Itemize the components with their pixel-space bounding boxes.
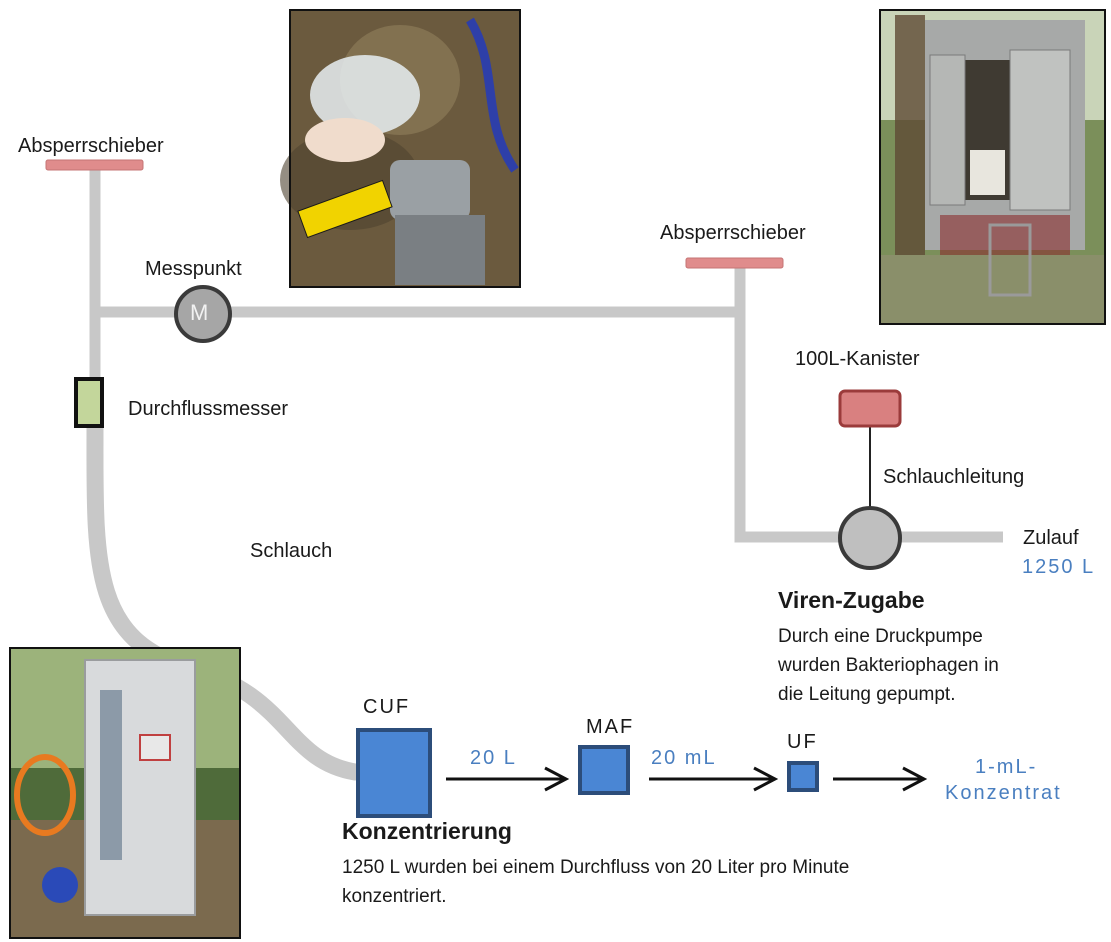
pipe-right-vertical (734, 263, 1003, 543)
viren-line-2: wurden Bakteriophagen in (778, 655, 999, 676)
durchflussmesser-box (74, 377, 104, 428)
durchflussmesser-label: Durchflussmesser (128, 398, 289, 420)
arrowhead-maf-uf (753, 766, 779, 792)
photo-trailer (879, 9, 1106, 325)
cuf-box (356, 728, 432, 818)
output-label-line-1: 1-mL- (975, 756, 1038, 778)
kanister-label: 100L-Kanister (795, 348, 920, 370)
viren-zugabe-title: Viren-Zugabe (778, 587, 925, 613)
maf-box (578, 745, 630, 795)
maf-label: MAF (586, 716, 635, 738)
absperrschieber-left-label: Absperrschieber (18, 135, 164, 157)
zulauf-label: Zulauf (1023, 527, 1079, 549)
viren-line-1: Durch eine Druckpumpe (778, 626, 983, 647)
schlauchleitung-label: Schlauchleitung (883, 466, 1025, 488)
schlauch-label: Schlauch (250, 540, 333, 562)
konzentrierung-line-1: 1250 L wurden bei einem Durchfluss von 2… (342, 857, 850, 878)
viren-line-3: die Leitung gepumpt. (778, 684, 956, 705)
viren-zugabe-text: Durch eine Druckpumpe wurden Bakteriopha… (778, 622, 999, 709)
absperrschieber-right-label: Absperrschieber (660, 222, 806, 244)
flow-20ml-label: 20 mL (651, 747, 717, 769)
pump-circle (838, 506, 902, 570)
uf-label: UF (787, 731, 818, 753)
flow-20l-label: 20 L (470, 747, 517, 769)
output-label-line-2: Konzentrat (945, 782, 1062, 804)
arrowhead-uf-out (902, 766, 928, 792)
uf-box (787, 761, 819, 792)
kanister-box (838, 389, 902, 428)
konzentrierung-title: Konzentrierung (342, 818, 512, 844)
cuf-label: CUF (363, 696, 411, 718)
photo-water-spray (280, 9, 521, 288)
zulauf-volume: 1250 L (1022, 556, 1096, 578)
arrowhead-cuf-maf (544, 766, 570, 792)
photo-filtration-unit (9, 647, 241, 939)
valve-right (685, 257, 784, 269)
konzentrierung-text: 1250 L wurden bei einem Durchfluss von 2… (342, 853, 849, 911)
valve-left (45, 159, 144, 171)
messpunkt-symbol: M (190, 300, 209, 325)
messpunkt-label: Messpunkt (145, 258, 242, 280)
messpunkt-circle (174, 285, 232, 343)
konzentrierung-line-2: konzentriert. (342, 886, 447, 907)
